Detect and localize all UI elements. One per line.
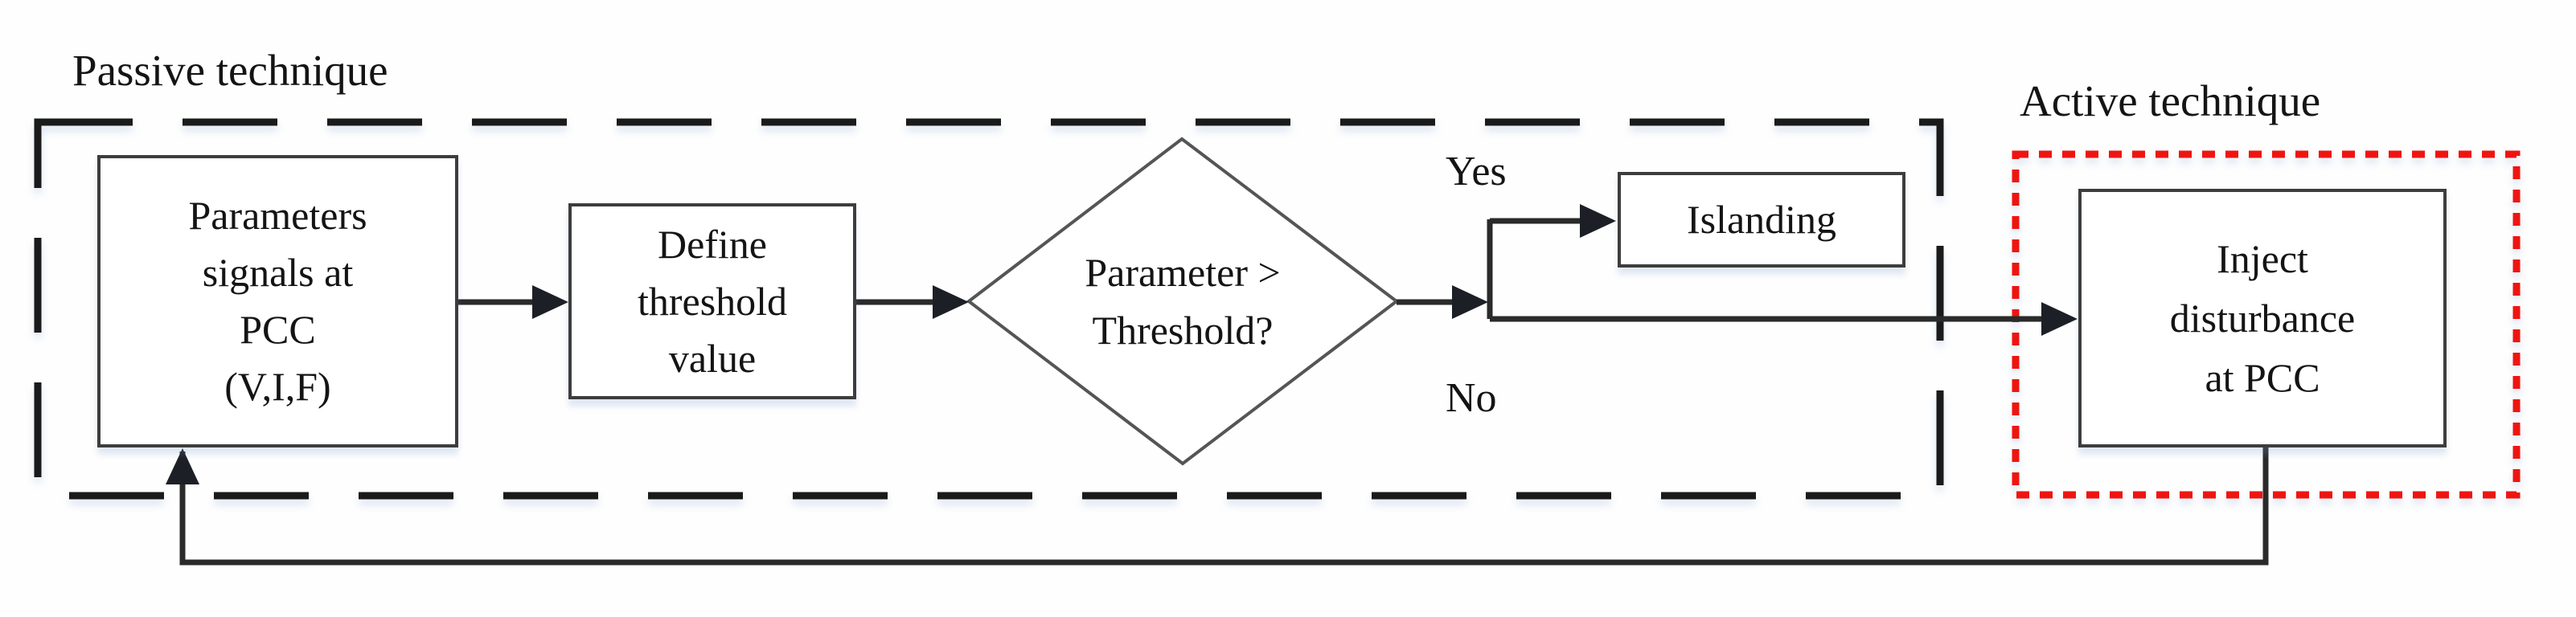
inject-disturbance-box: Inject disturbance at PCC	[2078, 189, 2447, 447]
parameters-line-2: signals at	[202, 250, 354, 295]
islanding-box: Islanding	[1618, 172, 1905, 268]
arrowhead-into-decision	[933, 285, 969, 319]
decision-diamond-text: Parameter > Threshold?	[1009, 241, 1356, 362]
inject-line-3: at PCC	[2205, 355, 2320, 400]
islanding-label: Islanding	[1686, 197, 1837, 242]
no-branch-label: No	[1446, 375, 1497, 421]
active-technique-label: Active technique	[2020, 76, 2321, 125]
arrowhead-into-junction	[1452, 285, 1488, 319]
parameters-line-3: PCC	[240, 307, 316, 352]
edge-feedback-loop	[179, 447, 2269, 566]
parameters-line-1: Parameters	[188, 193, 367, 238]
decision-diamond-shape	[966, 137, 1400, 466]
inject-line-2: disturbance	[2169, 296, 2356, 341]
passive-technique-label: Passive technique	[72, 46, 388, 95]
parameters-signals-box: Parameters signals at PCC (V,I,F)	[97, 155, 458, 447]
yes-branch-label: Yes	[1446, 149, 1507, 194]
arrowhead-into-parameters	[166, 448, 199, 484]
arrowhead-into-define	[532, 285, 568, 319]
connectors	[179, 218, 2269, 566]
arrowhead-into-inject	[2041, 302, 2078, 336]
inject-line-1: Inject	[2217, 236, 2308, 281]
define-line-3: value	[668, 335, 757, 381]
decision-line-1: Parameter >	[1085, 250, 1281, 295]
define-line-1: Define	[657, 221, 768, 267]
parameters-line-4: (V,I,F)	[224, 364, 331, 409]
passive-region-dashed-border	[34, 118, 1944, 500]
define-line-2: threshold	[637, 278, 788, 324]
decision-line-2: Threshold?	[1092, 308, 1274, 353]
arrowhead-into-islanding	[1580, 204, 1616, 238]
arrowheads	[166, 204, 2078, 484]
define-threshold-box: Define threshold value	[568, 203, 856, 399]
